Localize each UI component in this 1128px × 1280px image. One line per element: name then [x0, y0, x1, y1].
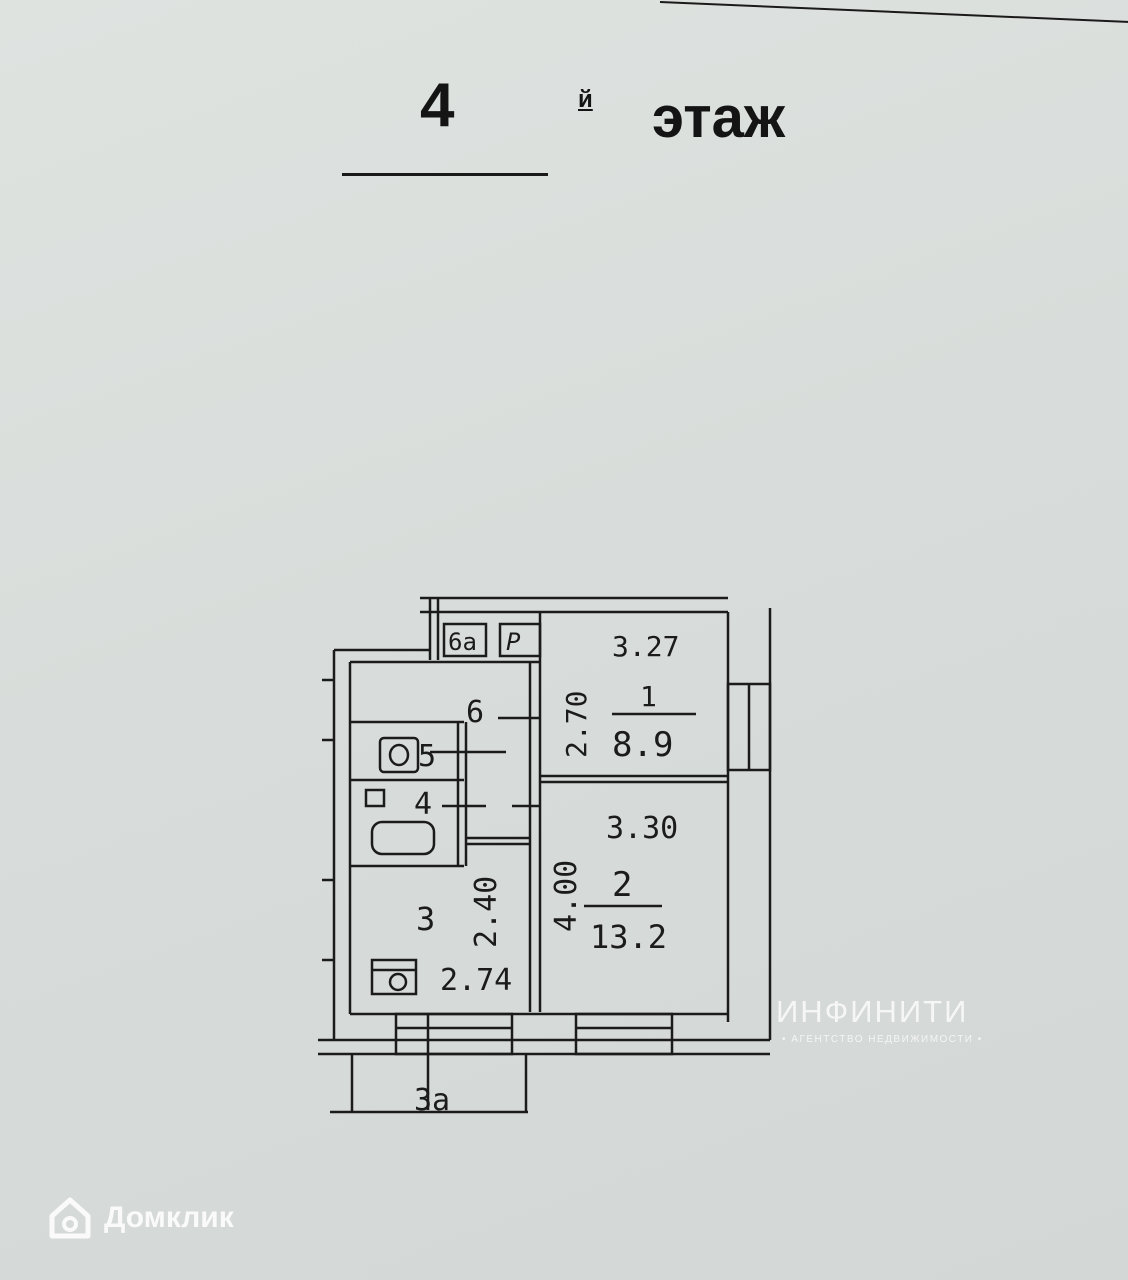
- floor-number: 4: [420, 71, 455, 140]
- floor-underline: [342, 173, 548, 176]
- domclick-watermark: Домклик: [46, 1194, 234, 1242]
- room-6a-label: 6а: [448, 628, 477, 656]
- room-4-label: 4: [414, 787, 432, 822]
- floor-suffix: й: [578, 86, 593, 113]
- room-3-dim-bottom: 2.74: [440, 963, 512, 998]
- room-2-area: 13.2: [590, 918, 667, 956]
- agency-tagline: • АГЕНТСТВО НЕДВИЖИМОСТИ •: [782, 1034, 983, 1045]
- room-1-area: 8.9: [612, 725, 673, 765]
- room-5-label: 5: [418, 739, 436, 774]
- room-3-dim-side: 2.40: [469, 876, 504, 948]
- room-3-label: 3: [416, 900, 435, 938]
- top-edge-line: [660, 1, 1128, 23]
- room-2-dim-side: 4.00: [549, 860, 584, 932]
- p-mark-label: Р: [506, 628, 521, 656]
- room-1-label: 1: [640, 680, 657, 713]
- room-6-label: 6: [466, 695, 484, 730]
- room-1-dim-side: 2.70: [560, 691, 593, 758]
- plan-fixtures: [364, 712, 696, 996]
- agency-watermark: ИНФИНИТИ: [776, 994, 969, 1029]
- floor-word: этаж: [652, 85, 786, 150]
- room-3a-label: 3а: [414, 1083, 450, 1118]
- room-2-label: 2: [612, 865, 632, 905]
- plan-labels: 6а Р 3.27 1 8.9 2.70 6 5 4 3.30 2 13.2 4…: [414, 628, 679, 1118]
- room-1-dim-top: 3.27: [612, 630, 679, 663]
- plan-walls: [318, 596, 772, 1114]
- house-icon: [49, 1197, 91, 1239]
- room-2-dim-top: 3.30: [606, 811, 678, 846]
- domclick-label: Домклик: [104, 1201, 234, 1234]
